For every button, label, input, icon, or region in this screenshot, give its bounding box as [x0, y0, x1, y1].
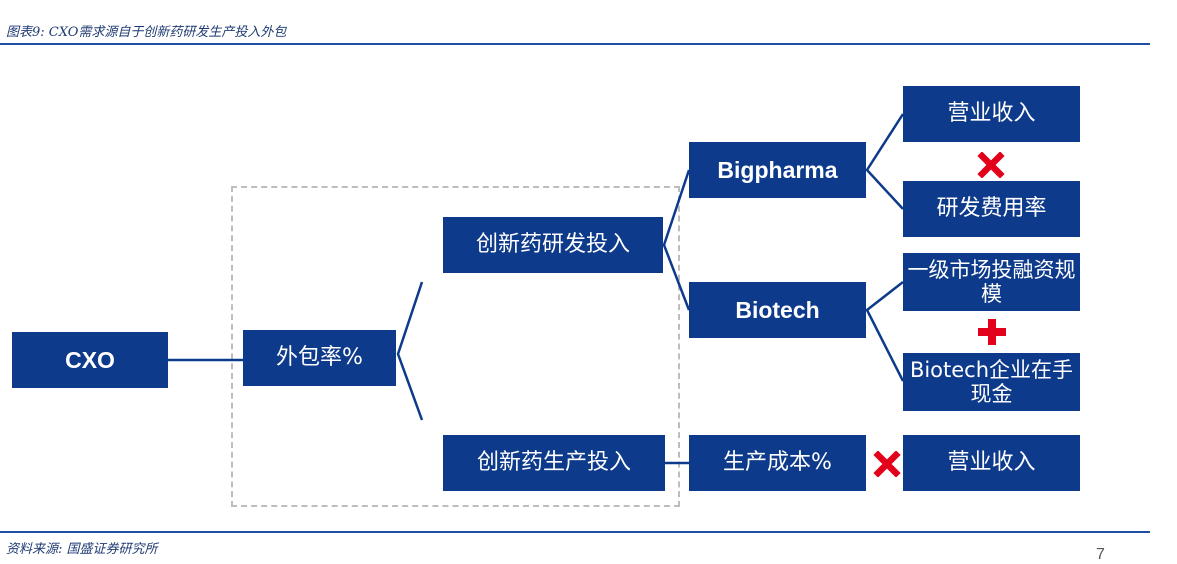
node-rd-investment: 创新药研发投入 — [443, 217, 663, 273]
node-revenue-top: 营业收入 — [903, 86, 1080, 142]
source-note: 资料来源: 国盛证券研究所 — [6, 542, 158, 557]
link-outsourcing-branches — [396, 281, 424, 421]
header-rule — [0, 43, 1150, 45]
dashed-group-outline — [231, 186, 680, 507]
multiply-icon — [873, 451, 901, 477]
node-biotech-cash: Biotech企业在手现金 — [903, 353, 1080, 411]
node-production-cost: 生产成本% — [689, 435, 866, 491]
page-number: 7 — [1096, 546, 1105, 563]
multiply-icon — [977, 152, 1005, 178]
node-rd-expense-ratio: 研发费用率 — [903, 181, 1080, 237]
footer-rule — [0, 531, 1150, 533]
plus-icon — [978, 319, 1006, 345]
node-cxo: CXO — [12, 332, 168, 388]
node-bigpharma: Bigpharma — [689, 142, 866, 198]
node-primary-market-financing: 一级市场投融资规模 — [903, 253, 1080, 311]
link-bigpharma-branches — [865, 113, 905, 210]
node-outsourcing-rate: 外包率% — [243, 330, 396, 386]
node-revenue-bottom: 营业收入 — [903, 435, 1080, 491]
link-biotech-branches — [865, 281, 905, 382]
node-production-investment: 创新药生产投入 — [443, 435, 665, 491]
node-biotech: Biotech — [689, 282, 866, 338]
link-rd-branches — [662, 169, 691, 311]
figure-title: 图表9: CXO需求源自于创新药研发生产投入外包 — [6, 25, 287, 40]
